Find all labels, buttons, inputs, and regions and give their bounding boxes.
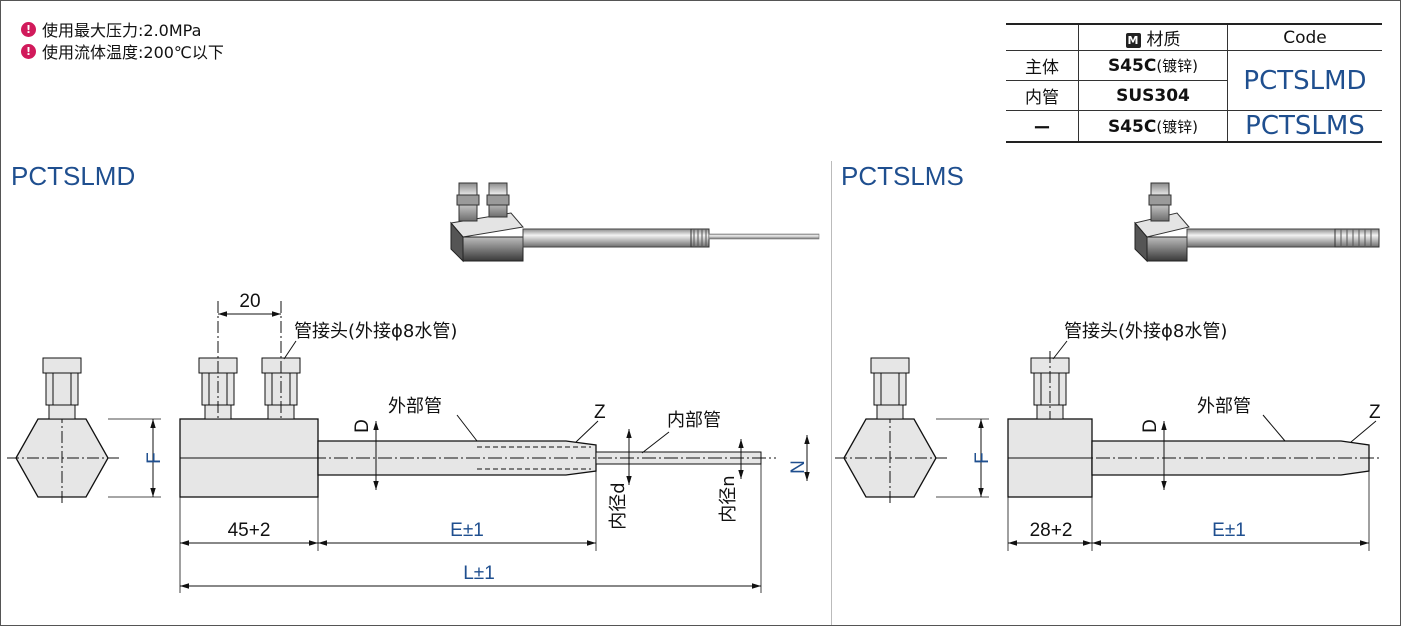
main-view-pctslms: 管接头(外接ϕ8水管) D 外部管 Z 28+2 E±1 [1007,321,1381,551]
product-photo-pctslms [1134,182,1380,263]
table-cell-part: 主体 [1006,50,1079,81]
main-view-pctslmd: 20 管接头(外接ϕ8水管) D 外部管 Z 内部管 内径d [179,291,810,593]
fitting-1 [198,301,238,420]
product-photo-pctslmd [450,182,820,263]
panel-divider [831,161,832,625]
table-cell-part: ー [1006,110,1079,143]
table-cell-part: 内管 [1006,80,1079,111]
dim-f-right: F [972,452,993,464]
warning-icon: ! [21,43,36,59]
table-header-blank [1006,23,1079,51]
dim-d-left: D [352,419,373,433]
table-cell-material: S45C(镀锌) [1078,50,1228,81]
panel-title-pctslmd: PCTSLMD [11,161,136,191]
dim-base-left: 45+2 [228,520,271,541]
note-pressure: ! 使用最大压力:2.0MPa [21,19,202,40]
panel-title-pctslms: PCTSLMS [841,161,964,191]
label-connector-right: 管接头(外接ϕ8水管) [1064,321,1227,342]
dim-l: L±1 [463,563,495,584]
note-temperature: ! 使用流体温度:200℃以下 [21,41,224,62]
dim-e-left: E±1 [450,520,484,541]
fitting-2 [261,301,301,420]
dim-pitch: 20 [239,291,260,312]
label-connector-left: 管接头(外接ϕ8水管) [294,321,457,342]
dim-e-right: E±1 [1212,520,1246,541]
label-z-left: Z [594,402,606,423]
dim-base-right: 28+2 [1030,520,1073,541]
dim-n: N [788,460,809,474]
dim-inner-n: 内径n [718,475,739,522]
table-cell-material: SUS304 [1078,80,1228,111]
material-icon: M [1125,33,1141,48]
side-view-left: F [7,357,165,506]
table-cell-material: S45C(镀锌) [1078,110,1228,143]
warning-icon: ! [21,21,36,37]
side-view-right: F [835,357,993,506]
dim-inner-d: 内径d [608,482,629,529]
note-text: 使用最大压力:2.0MPa [42,21,202,40]
dim-d-right: D [1140,419,1161,433]
note-text: 使用流体温度:200℃以下 [42,43,224,62]
table-cell-code: PCTSLMD [1227,50,1382,111]
table-cell-code: PCTSLMS [1227,110,1382,143]
label-z-right: Z [1369,402,1381,423]
label-outer-pipe-right: 外部管 [1197,396,1251,417]
label-outer-pipe-left: 外部管 [388,396,442,417]
dim-f-left: F [144,452,165,464]
label-inner-pipe: 内部管 [667,410,721,431]
table-header-code: Code [1227,23,1382,51]
